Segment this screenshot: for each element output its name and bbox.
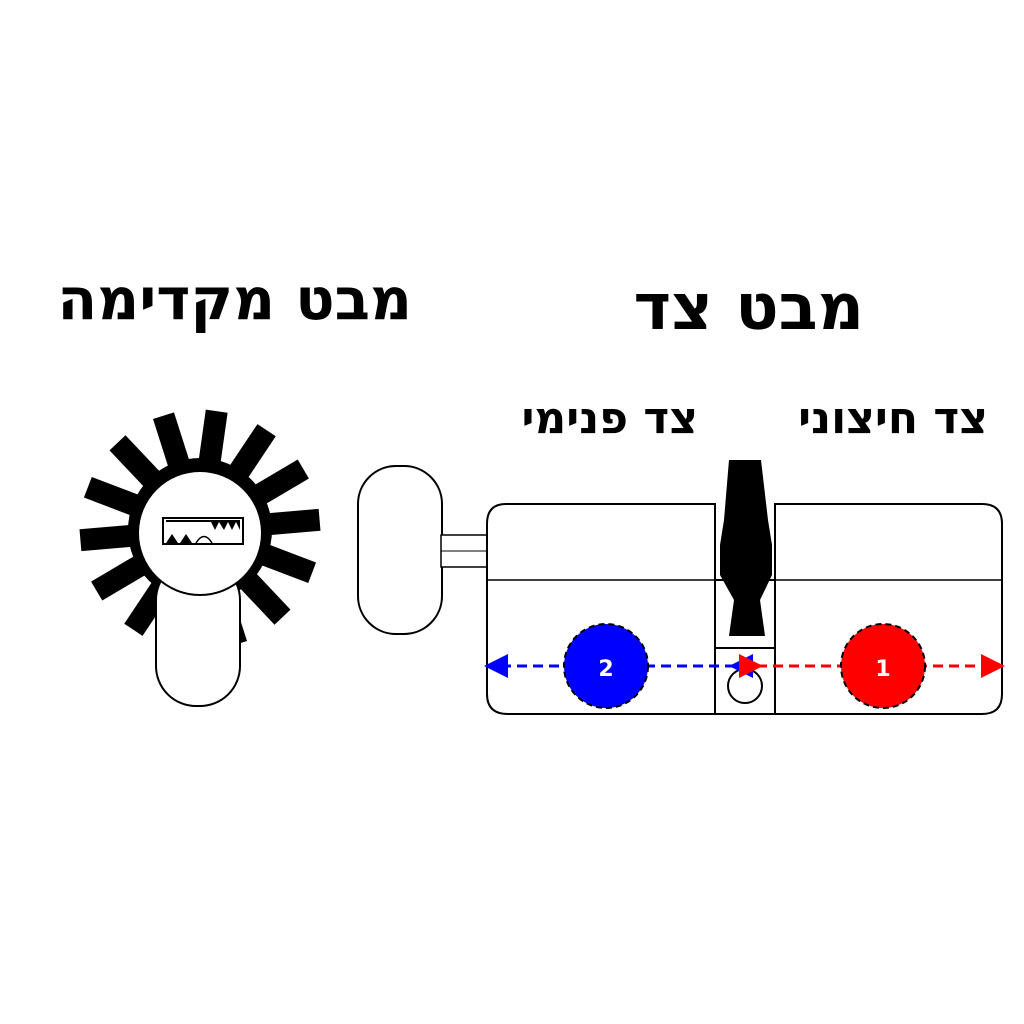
keyway-icon (162, 517, 244, 545)
gear-tooth (258, 508, 321, 536)
inner-marker-circle (563, 623, 649, 709)
outer-side-label: צד חיצוני (798, 393, 988, 444)
front-view-title: מבט מקדימה (57, 265, 412, 333)
outer-marker-label: 1 (875, 657, 890, 682)
fixing-screw-hole (727, 668, 763, 704)
front-view-group (79, 409, 321, 707)
outer-side-marker: 1 (840, 623, 926, 709)
side-view-group: 2 1 (357, 460, 1005, 715)
thumb-knob (357, 465, 443, 635)
gear-tooth (79, 524, 142, 552)
inner-side-label: צד פנימי (521, 393, 698, 444)
cam (720, 460, 772, 636)
inner-marker-label: 2 (598, 657, 613, 682)
gear-tooth (197, 409, 228, 473)
inner-side-marker: 2 (563, 623, 649, 709)
side-view-title: מבט צד (633, 271, 865, 345)
outer-marker-circle (840, 623, 926, 709)
